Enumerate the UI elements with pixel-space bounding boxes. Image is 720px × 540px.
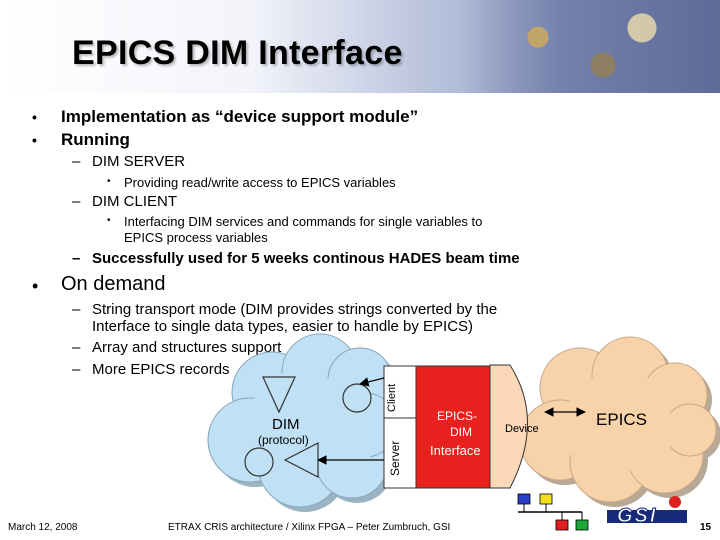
footer-date: March 12, 2008 [8, 522, 78, 533]
bullet-marker: • [107, 215, 111, 226]
bullet-implementation: Implementation as “device support module… [61, 107, 419, 126]
bullet-marker: • [107, 176, 111, 187]
sub-sub-bullet-client-detail-1: Interfacing DIM services and commands fo… [124, 214, 483, 229]
device-label: Device [505, 423, 539, 435]
client-arrow [359, 377, 385, 387]
dash-marker: – [72, 153, 81, 170]
sub-bullet-string-mode-2: Interface to single data types, easier t… [92, 318, 474, 335]
circle-node-icon [244, 447, 274, 477]
dash-marker: – [72, 301, 81, 318]
server-label: Server [388, 440, 402, 476]
gsi-logo: GSI [607, 496, 687, 530]
sub-sub-bullet-server-detail: Providing read/write access to EPICS var… [124, 175, 396, 190]
bullet-on-demand: On demand [61, 273, 166, 295]
epics-label: EPICS [596, 410, 648, 429]
epics-dim-label-1: EPICS- [437, 409, 478, 423]
client-label: Client [386, 383, 398, 412]
sub-bullet-arrays: Array and structures support [92, 339, 282, 356]
sub-bullet-dim-client: DIM CLIENT [92, 193, 178, 210]
sub-bullet-string-mode-1: String transport mode (DIM provides stri… [92, 301, 498, 318]
sub-sub-bullet-client-detail-2: EPICS process variables [124, 230, 268, 245]
header-photo [460, 0, 720, 93]
dash-marker: – [72, 250, 81, 267]
slide-title: EPICS DIM Interface [72, 34, 403, 72]
title-banner: EPICS DIM Interface [0, 0, 720, 93]
circle-node-icon [342, 383, 372, 413]
footer-center: ETRAX CRIS architecture / Xilinx FPGA – … [168, 522, 451, 533]
epics-dim-label-3: Interface [430, 443, 481, 458]
sub-bullet-more-records: More EPICS records [92, 361, 230, 378]
gsi-logo-text: GSI [616, 505, 658, 528]
sub-bullet-dim-server: DIM SERVER [92, 153, 186, 170]
dash-marker: – [72, 193, 81, 210]
page-number: 15 [700, 522, 712, 533]
dash-marker: – [72, 361, 81, 378]
dim-cloud [207, 333, 402, 512]
epics-dim-label-2: DIM [450, 425, 472, 439]
dash-marker: – [72, 339, 81, 356]
bullet-running: Running [61, 130, 130, 149]
dim-label: DIM [272, 416, 300, 433]
sub-bullet-hades: Successfully used for 5 weeks continous … [92, 250, 520, 267]
triangle-down-icon [262, 376, 296, 414]
bullet-marker: • [32, 109, 37, 125]
bullet-marker: • [32, 132, 37, 148]
dim-protocol-label: (protocol) [258, 433, 309, 447]
triangle-left-icon [283, 442, 319, 478]
network-squares-icon [517, 493, 589, 531]
bullet-marker: • [32, 276, 39, 296]
